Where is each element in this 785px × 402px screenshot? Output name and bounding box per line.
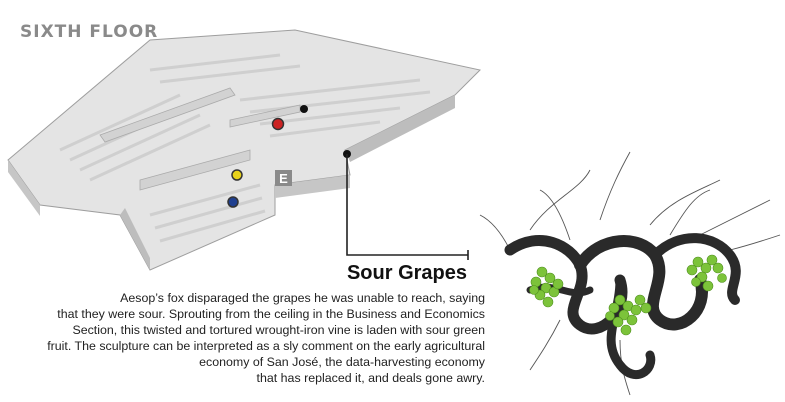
artwork-title: Sour Grapes [346, 262, 467, 284]
entrance-label: E [279, 171, 288, 186]
marker-yellow [231, 169, 243, 181]
artwork-description: Aesop’s fox disparaged the grapes he was… [45, 290, 485, 386]
description-line: economy of San José, the data-harvesting… [199, 355, 485, 369]
floor-base [7, 29, 482, 271]
grape-cluster [529, 266, 564, 308]
wire-tendrils [479, 151, 781, 396]
description-line: Section, this twisted and tortured wroug… [72, 323, 485, 337]
outer-wall [120, 208, 150, 270]
entrance-badge [275, 170, 292, 186]
interior-walls [99, 87, 301, 191]
sour-grapes-sculpture-image [479, 151, 781, 396]
leader-line [346, 154, 468, 256]
outer-wall [8, 160, 40, 216]
outer-wall [275, 175, 350, 198]
outer-wall [345, 95, 455, 162]
description-line: that they were sour. Sprouting from the … [57, 307, 485, 321]
marker-black [300, 105, 308, 113]
grape-cluster [605, 294, 652, 336]
description-line: that has replaced it, and deals gone awr… [256, 371, 485, 385]
grape-cluster [686, 254, 727, 292]
floor-map: E [7, 29, 482, 271]
marker-blue [227, 196, 239, 208]
description-line: fruit. The sculpture can be interpreted … [47, 339, 485, 353]
description-line: Aesop’s fox disparaged the grapes he was… [120, 291, 485, 305]
marker-red [271, 117, 285, 131]
floor-title: SIXTH FLOOR [20, 22, 159, 42]
